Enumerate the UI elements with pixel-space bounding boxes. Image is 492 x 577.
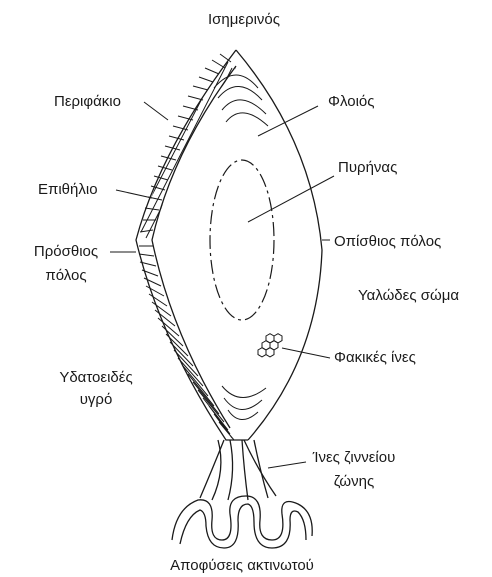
lens-fibers-honeycomb: [258, 334, 282, 357]
label-vitreous-body: Υαλώδες σώμα: [358, 287, 459, 304]
label-capsule: Περιφάκιο: [54, 93, 121, 110]
label-ciliary-processes: Αποφύσεις ακτινωτού: [170, 557, 314, 574]
cortex-lines-top: [214, 75, 268, 126]
label-anterior-pole-line2: πόλος: [45, 267, 86, 284]
label-anterior-pole-line1: Πρόσθιος: [34, 243, 98, 260]
nucleus-ellipse: [210, 160, 274, 320]
zonular-fibers: [200, 440, 276, 500]
label-epithelium: Επιθήλιο: [38, 181, 98, 198]
label-aqueous-humor-line1: Υδατοειδές: [59, 369, 132, 386]
label-lens-fibers: Φακικές ίνες: [334, 349, 416, 366]
label-equator: Ισημερινός: [208, 11, 280, 28]
lens-outline: [136, 50, 322, 440]
label-zonular-fibers-line2: ζώνης: [334, 473, 374, 490]
ciliary-processes: [172, 496, 312, 548]
label-zonular-fibers-line1: Ίνες ζιννείου: [312, 449, 396, 466]
label-nucleus: Πυρήνας: [338, 159, 397, 176]
label-aqueous-humor-line2: υγρό: [80, 391, 113, 408]
label-cortex: Φλοιός: [328, 93, 375, 110]
cortex-lines-bottom: [222, 386, 266, 420]
label-posterior-pole: Οπίσθιος πόλος: [334, 233, 441, 250]
